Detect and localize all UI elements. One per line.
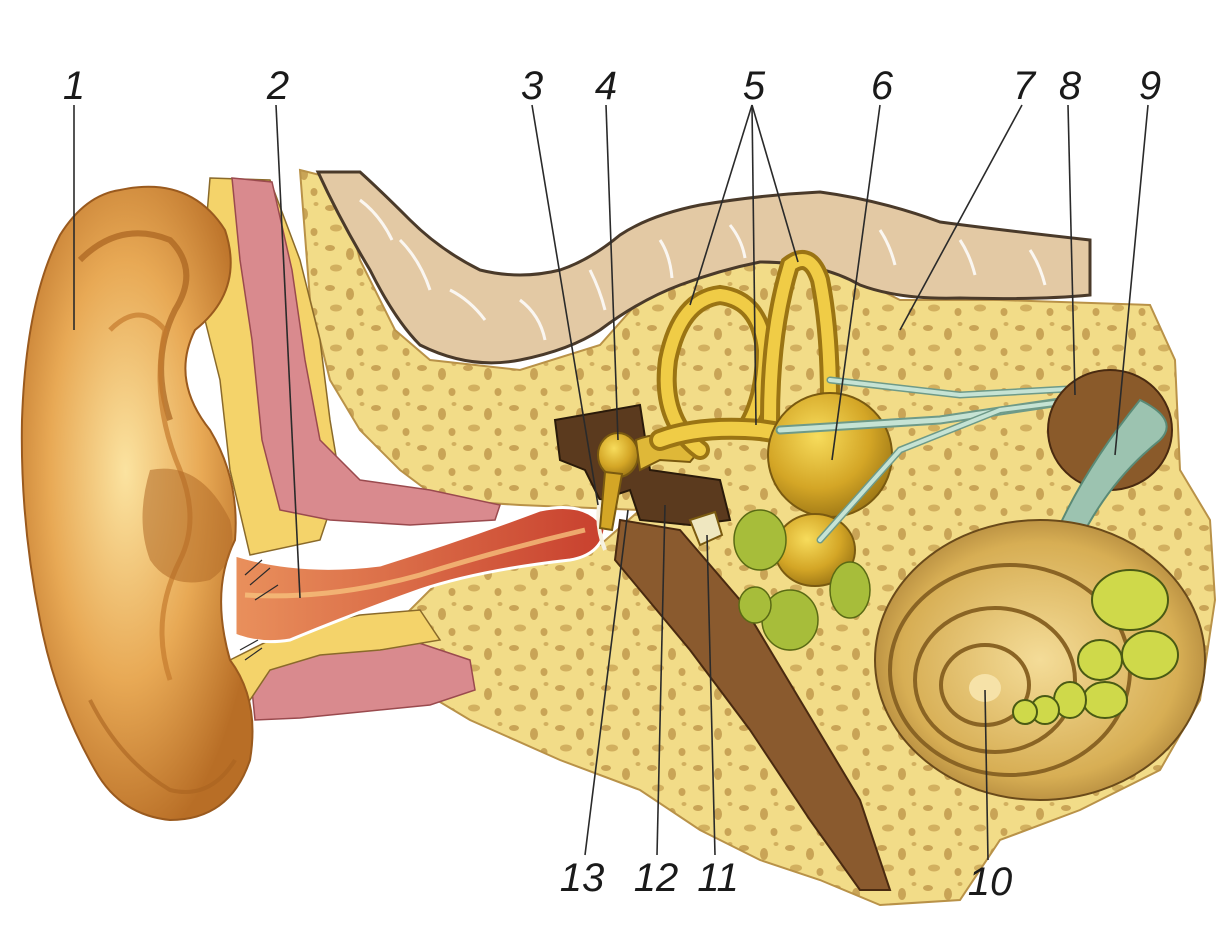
antihelix-fold [108,312,193,681]
label-4: 4 [594,64,618,108]
label-9: 9 [1138,64,1162,108]
label-8: 8 [1058,64,1082,108]
leader-7 [899,104,1023,331]
leader-11 [706,534,716,856]
leader-10 [984,689,989,861]
auricle [20,185,254,822]
leader-5b [751,104,757,426]
label-leader-lines [73,104,1149,861]
label-2: 2 [266,64,290,108]
leader-6 [831,104,881,461]
vestibule [767,392,893,518]
green-vessels [733,509,871,651]
stapes [688,510,724,547]
canal-skin-highlight [244,527,586,599]
concha [142,468,233,583]
tympanic-membrane [596,499,607,551]
leader-4 [605,104,619,441]
leader-2 [275,104,301,599]
label-11: 11 [697,856,739,900]
label-10: 10 [967,860,1013,904]
leader-3 [531,104,599,506]
label-1: 1 [62,64,86,108]
leader-8 [1067,104,1076,396]
label-7: 7 [1012,64,1036,108]
label-3: 3 [520,64,544,108]
cochlear-ducts [1012,569,1179,725]
earlobe-shadow [88,699,237,794]
gyri-highlights [359,198,1047,341]
label-13: 13 [559,856,605,900]
label-6: 6 [870,64,894,108]
leader-9 [1114,104,1149,456]
leader-5c [751,104,799,263]
label-12: 12 [633,856,679,900]
malleus-handle [598,470,624,532]
leader-12 [656,504,666,856]
leader-13 [584,509,629,856]
leader-5a [689,104,753,306]
muscle-upper [231,177,501,526]
label-5: 5 [742,64,766,108]
canal-hairs [239,559,279,661]
